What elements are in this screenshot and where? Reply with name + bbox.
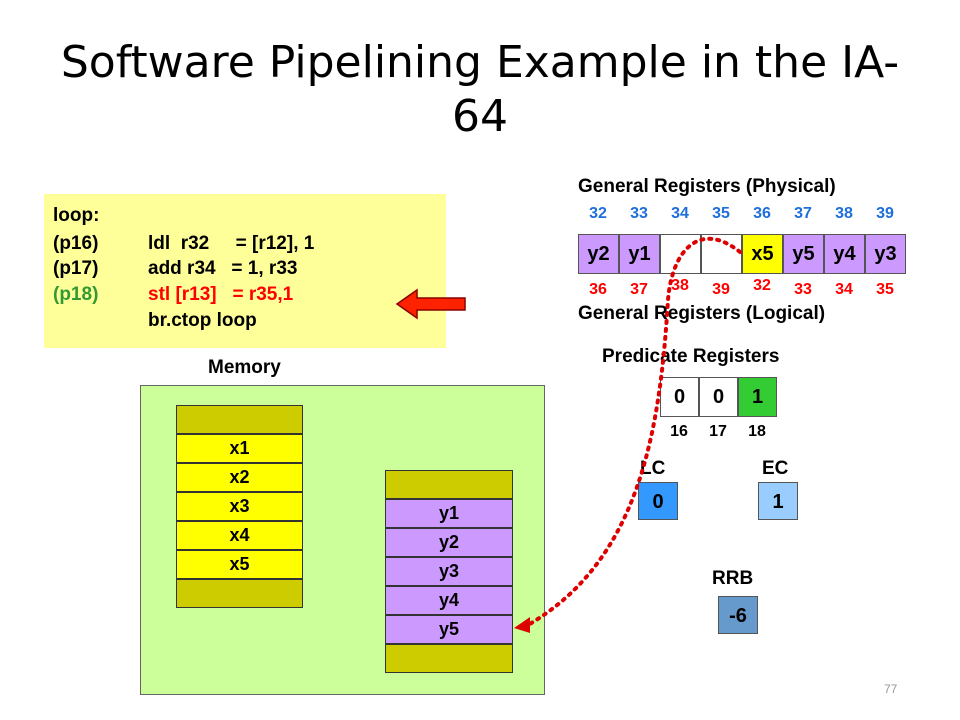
code-instr-ldl: ldl r32 = [r12], 1 (148, 233, 315, 254)
memory-x-cell: x2 (176, 463, 303, 492)
physical-register-number: 39 (876, 205, 894, 222)
register-cell: x5 (742, 234, 783, 274)
memory-y-cell: y3 (385, 557, 513, 586)
code-loop-label: loop: (53, 205, 100, 226)
code-pred-p17: (p17) (53, 258, 99, 279)
rrb-label: RRB (712, 568, 754, 589)
memory-x-boundary (176, 579, 303, 608)
memory-x-cell: x4 (176, 521, 303, 550)
register-cell: y3 (865, 234, 906, 274)
rrb-register: -6 (718, 596, 758, 634)
physical-registers-label: General Registers (Physical) (578, 176, 836, 197)
slide-title-line2: 64 (452, 91, 508, 142)
memory-y-cell: y5 (385, 615, 513, 644)
memory-label: Memory (208, 357, 281, 378)
predicate-cell: 0 (660, 377, 699, 417)
physical-register-number: 36 (753, 205, 771, 222)
memory-y-cell: y4 (385, 586, 513, 615)
memory-x-cell: x5 (176, 550, 303, 579)
ec-register: 1 (758, 482, 798, 520)
ec-label: EC (762, 458, 789, 479)
memory-x-cell: x3 (176, 492, 303, 521)
physical-register-number: 35 (712, 205, 730, 222)
register-cell: y2 (578, 234, 619, 274)
slide-title: Software Pipelining Example in the IA- 6… (0, 36, 960, 144)
logical-register-number: 39 (712, 281, 730, 298)
physical-register-number: 37 (794, 205, 812, 222)
physical-register-number: 38 (835, 205, 853, 222)
memory-y-boundary (385, 644, 513, 673)
code-instr-brctop: br.ctop loop (148, 310, 257, 331)
predicate-number: 16 (670, 423, 688, 440)
predicate-number: 17 (709, 423, 727, 440)
code-box: loop: (p16) ldl r32 = [r12], 1 (p17) add… (44, 194, 446, 348)
physical-register-number: 32 (589, 205, 607, 222)
memory-y-boundary (385, 470, 513, 499)
predicate-cell: 0 (699, 377, 738, 417)
store-path-arrowhead (514, 617, 530, 633)
physical-register-number: 34 (671, 205, 689, 222)
logical-register-number: 35 (876, 281, 894, 298)
physical-register-number: 33 (630, 205, 648, 222)
logical-register-number: 38 (671, 277, 689, 294)
code-instr-add: add r34 = 1, r33 (148, 258, 298, 279)
memory-y-cell: y2 (385, 528, 513, 557)
code-pred-p16: (p16) (53, 233, 99, 254)
register-cell: y4 (824, 234, 865, 274)
code-pred-p18: (p18) (53, 284, 99, 305)
logical-registers-label: General Registers (Logical) (578, 303, 826, 324)
predicate-registers-label: Predicate Registers (602, 346, 780, 367)
logical-register-number: 36 (589, 281, 607, 298)
lc-register: 0 (638, 482, 678, 520)
memory-x-cell: x1 (176, 434, 303, 463)
predicate-number: 18 (748, 423, 766, 440)
slide-title-line1: Software Pipelining Example in the IA- (60, 37, 900, 88)
current-instruction-arrow (395, 288, 466, 320)
code-instr-stl: stl [r13] = r35,1 (148, 284, 294, 305)
logical-register-number: 33 (794, 281, 812, 298)
register-cell (701, 234, 742, 274)
memory-x-boundary (176, 405, 303, 434)
logical-register-number: 32 (753, 277, 771, 294)
memory-y-cell: y1 (385, 499, 513, 528)
register-cell: y1 (619, 234, 660, 274)
logical-register-number: 34 (835, 281, 853, 298)
page-number: 77 (884, 682, 898, 696)
register-cell: y5 (783, 234, 824, 274)
predicate-cell: 1 (738, 377, 777, 417)
logical-register-number: 37 (630, 281, 648, 298)
